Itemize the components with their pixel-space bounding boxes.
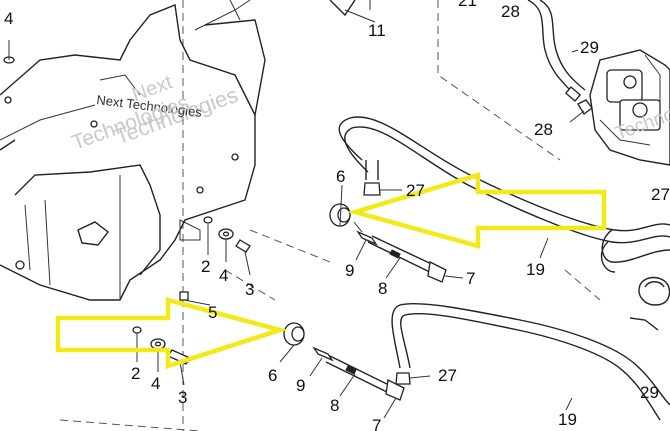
fasteners-lower	[132, 326, 191, 365]
callout-7-lower: 7	[372, 416, 381, 431]
hose-29-top	[527, 0, 586, 102]
callout-27-right: 27	[651, 185, 670, 204]
fasteners-upper	[203, 216, 251, 253]
hose-bend-27-upper	[363, 160, 381, 196]
callout-4-lower: 4	[151, 374, 160, 393]
leader-lines	[8, 9, 585, 419]
hose-19-upper	[338, 116, 670, 273]
callout-4-upper: 4	[219, 266, 228, 285]
callout-29-top: 29	[580, 38, 599, 57]
callout-29-bottom: 29	[640, 383, 659, 402]
callout-6-upper: 6	[336, 167, 345, 186]
fastener-5	[179, 291, 189, 301]
callout-27-lower: 27	[438, 366, 457, 385]
lower-fitting-assembly	[283, 322, 411, 401]
dashed-guides	[59, 0, 601, 431]
callout-3-upper: 3	[245, 280, 254, 299]
callout-labels: 4 11 21 28 29 28 27 6 27 9 7 8 19 2 4 3 …	[4, 0, 670, 431]
callout-3-lower: 3	[178, 388, 187, 407]
fuel-tank	[0, 0, 266, 301]
highlight-arrow-upper	[346, 171, 607, 249]
callout-28-mid: 28	[534, 120, 553, 139]
callout-8-lower: 8	[330, 396, 339, 415]
hose-19-lower	[391, 302, 670, 421]
callout-28-top: 28	[501, 2, 520, 21]
callout-2-upper: 2	[201, 257, 210, 276]
callout-19-upper: 19	[526, 260, 545, 279]
callout-21: 21	[458, 0, 477, 10]
callout-5: 5	[208, 303, 217, 322]
clamp-28	[577, 99, 593, 115]
callout-7-upper: 7	[466, 269, 475, 288]
callout-4-top: 4	[4, 9, 13, 28]
callout-27-upper: 27	[406, 181, 425, 200]
callout-9-upper: 9	[345, 261, 354, 280]
highlight-arrow-lower	[55, 297, 288, 370]
callout-8-upper: 8	[378, 279, 387, 298]
callout-11: 11	[368, 21, 386, 40]
clamp-bottom-right	[629, 276, 670, 331]
callout-6-lower: 6	[268, 366, 277, 385]
upper-fitting-assembly	[329, 203, 447, 283]
callout-19-lower: 19	[558, 410, 577, 429]
top-mount	[329, 0, 371, 17]
carburetor	[589, 49, 670, 166]
callout-2-lower: 2	[131, 364, 140, 383]
callout-9-lower: 9	[296, 376, 305, 395]
